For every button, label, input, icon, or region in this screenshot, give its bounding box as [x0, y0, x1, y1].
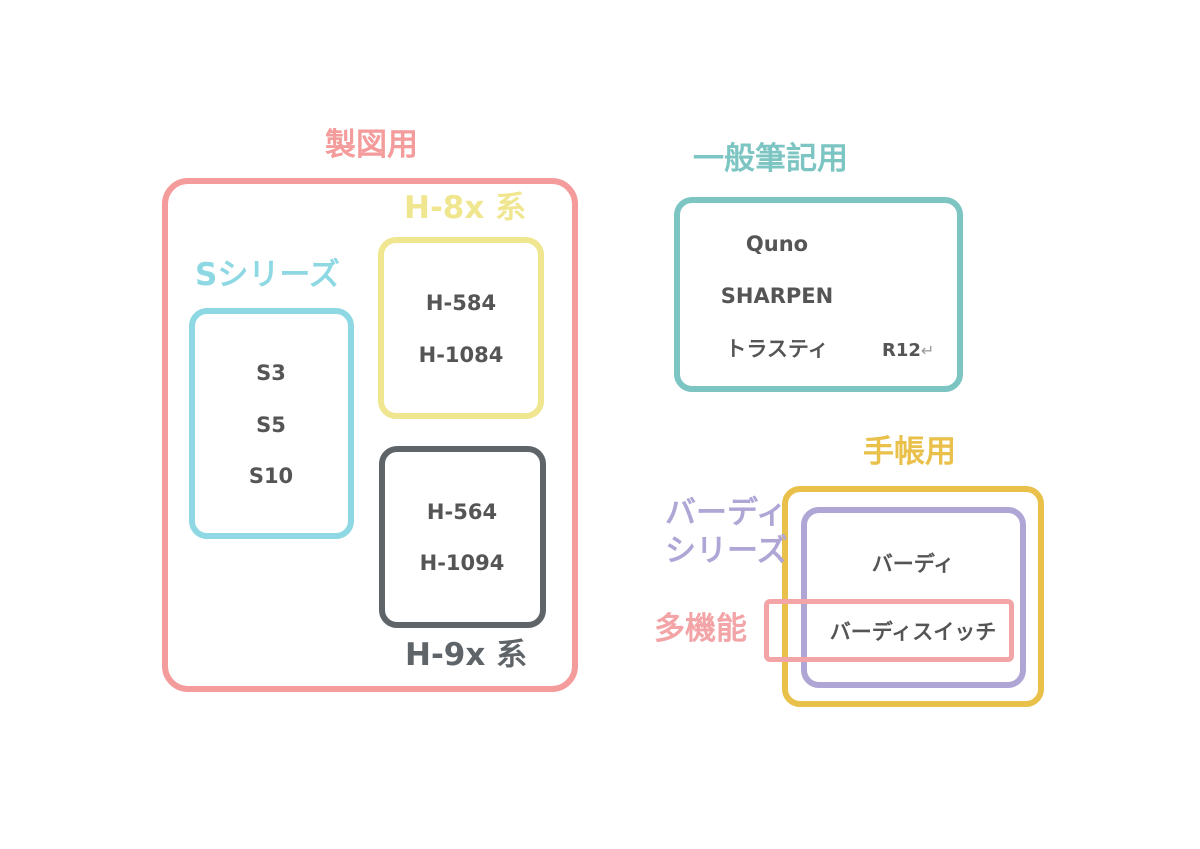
ippan-extra-text: R12 [882, 340, 921, 361]
seizu-box [162, 178, 578, 692]
h9x-title: H-9x 系 [405, 637, 528, 673]
h8x-box [378, 237, 544, 419]
techo-title: 手帳用 [863, 434, 956, 470]
ippan-box [674, 197, 963, 392]
takino-title: 多機能 [654, 611, 747, 647]
ippan-item: Quno [745, 232, 809, 256]
ippan-extra-item: R12↵ [882, 342, 934, 360]
s-series-item: S5 [256, 413, 286, 437]
ippan-title: 一般筆記用 [693, 141, 848, 177]
ippan-item: SHARPEN [720, 284, 834, 308]
h8x-item: H-1084 [418, 343, 504, 367]
ippan-item: トラスティ [725, 337, 829, 361]
birdie-series-title-line2: シリーズ [665, 533, 788, 569]
birdie-series-box [801, 507, 1026, 688]
birdie-series-title-line1: バーディ [665, 495, 787, 531]
birdie-switch-item: バーディスイッチ [829, 620, 997, 644]
s-series-item: S10 [248, 464, 294, 488]
birdie-item: バーディ [871, 552, 955, 576]
h9x-item: H-564 [426, 500, 498, 524]
takino-box [764, 599, 1014, 662]
h9x-item: H-1094 [419, 551, 505, 575]
s-series-item: S3 [256, 361, 286, 385]
return-mark-icon: ↵ [920, 341, 935, 360]
techo-box [782, 486, 1044, 707]
h8x-item: H-584 [425, 291, 497, 315]
seizu-title: 製図用 [325, 127, 418, 163]
h8x-title: H-8x 系 [404, 190, 527, 226]
s-series-title: Sシリーズ [195, 257, 340, 293]
h9x-box [379, 446, 546, 628]
s-series-box [189, 308, 354, 539]
